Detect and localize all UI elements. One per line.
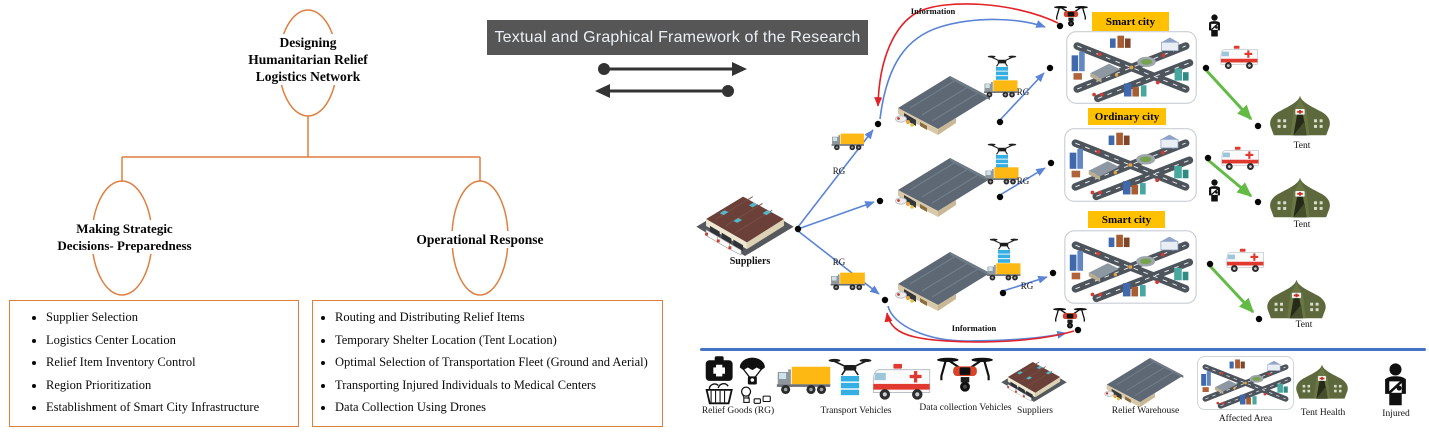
operational-items-list: Routing and Distributing Relief Items Te…	[313, 301, 662, 419]
legend-label-suppliers: Suppliers	[1017, 406, 1053, 416]
rg-flow-label: RG	[1016, 87, 1030, 97]
figure-title-banner: Textual and Graphical Framework of the R…	[487, 20, 868, 55]
legend-divider-line	[700, 348, 1426, 351]
city-label-smart-1: Smart city	[1092, 12, 1169, 31]
strategic-items-box: Supplier Selection Logistics Center Loca…	[9, 300, 299, 427]
operational-node-label: Operational Response	[398, 231, 562, 248]
operational-items-box: Routing and Distributing Relief Items Te…	[312, 300, 663, 427]
injured-person-icon	[1205, 14, 1224, 37]
truck-icon	[831, 130, 865, 152]
ambulance-icon	[1225, 246, 1266, 275]
list-item: Routing and Distributing Relief Items	[335, 306, 658, 329]
legend-label-transport-vehicles: Transport Vehicles	[820, 406, 892, 416]
list-item: Temporary Shelter Location (Tent Locatio…	[335, 329, 658, 352]
data-collection-drone-icon	[936, 354, 994, 398]
list-item: Relief Item Inventory Control	[46, 351, 294, 374]
rg-flow-label: RG	[1020, 281, 1034, 291]
relief-warehouse-icon	[1103, 353, 1187, 408]
list-item: Logistics Center Location	[46, 329, 294, 352]
city-label-smart-2: Smart city	[1088, 211, 1165, 228]
truck-icon	[776, 361, 832, 397]
affected-area-city-icon	[1064, 127, 1197, 203]
legend-label-affected-area: Affected Area	[1218, 414, 1273, 424]
tent-label: Tent	[1293, 220, 1311, 230]
legend-label-relief-goods: Relief Goods (RG)	[701, 406, 775, 416]
tent-icon	[1266, 177, 1334, 220]
legend-label-relief-warehouse: Relief Warehouse	[1111, 406, 1180, 416]
rg-flow-label: RG	[832, 166, 846, 176]
list-item: Transporting Injured Individuals to Medi…	[335, 374, 658, 397]
truck-icon	[830, 269, 866, 292]
tent-label: Tent	[1293, 141, 1311, 151]
ambulance-icon	[1220, 144, 1261, 173]
information-flow-label: Information	[951, 323, 997, 333]
root-node-label: Designing Humanitarian Relief Logistics …	[240, 34, 376, 85]
network-flow-arrows	[794, 3, 1263, 343]
rg-flow-label: RG	[1016, 176, 1030, 186]
banner-double-arrow	[595, 62, 747, 98]
relief-warehouse-icon	[894, 70, 994, 136]
list-item: Establishment of Smart City Infrastructu…	[46, 396, 294, 419]
package-drone-icon	[828, 355, 872, 397]
relief-goods-icon	[702, 354, 774, 406]
ambulance-icon	[1219, 43, 1260, 72]
list-item: Supplier Selection	[46, 306, 294, 329]
legend-label-data-collection: Data collection Vehicles	[919, 403, 1012, 413]
suppliers-building-icon	[1000, 351, 1068, 403]
affected-area-city-icon	[1063, 31, 1200, 104]
list-item: Region Prioritization	[46, 374, 294, 397]
tent-icon	[1263, 279, 1330, 321]
list-item: Data Collection Using Drones	[335, 396, 658, 419]
list-item: Optimal Selection of Transportation Flee…	[335, 351, 658, 374]
data-collection-drone-icon	[1051, 4, 1091, 30]
injured-person-icon	[1382, 362, 1409, 407]
suppliers-label: Suppliers	[729, 256, 771, 267]
affected-area-city-icon	[1197, 354, 1294, 412]
affected-area-city-icon	[1064, 230, 1197, 304]
tent-label: Tent	[1295, 320, 1313, 330]
strategic-node-label: Making Strategic Decisions- Preparedness	[47, 220, 202, 254]
data-collection-drone-icon	[1051, 306, 1089, 332]
relief-warehouse-icon	[894, 246, 994, 312]
suppliers-building-icon	[694, 182, 796, 256]
injured-person-icon	[1205, 179, 1224, 202]
truck-icon	[986, 260, 1022, 282]
tent-icon	[1266, 95, 1334, 138]
tent-icon	[1293, 359, 1351, 406]
strategic-items-list: Supplier Selection Logistics Center Loca…	[10, 301, 298, 419]
information-flow-label: Information	[910, 6, 956, 16]
city-label-ordinary: Ordinary city	[1088, 108, 1166, 125]
ambulance-icon	[870, 361, 934, 403]
legend-label-injured: Injured	[1382, 409, 1410, 419]
relief-warehouse-icon	[894, 152, 994, 218]
rg-flow-label: RG	[832, 257, 846, 267]
legend-label-tent-health: Tent Health	[1300, 408, 1346, 418]
